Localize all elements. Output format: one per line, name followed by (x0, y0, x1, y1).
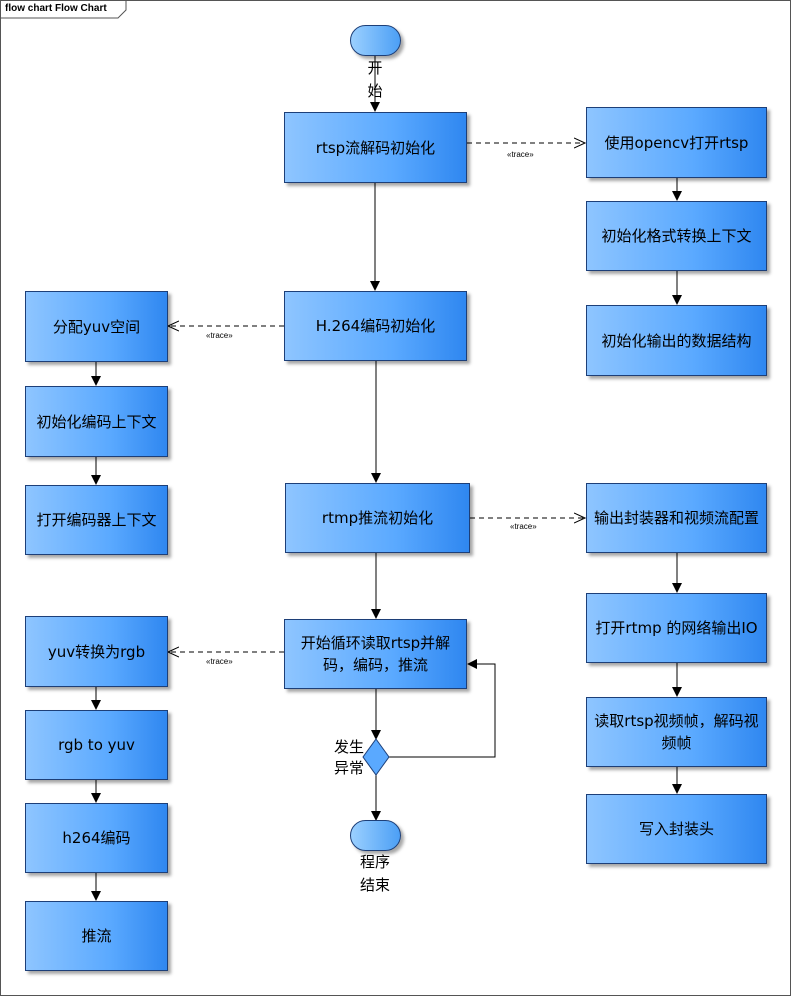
rtmp-init-label: rtmp推流初始化 (321, 509, 434, 527)
alloc-yuv-label: 分配yuv空间 (52, 317, 141, 336)
loop-label-line2: 码，编码，推流 (322, 656, 428, 674)
open-encoder-label: 打开编码器上下文 (36, 511, 157, 529)
opencv-open-label: 使用opencv打开rtsp (604, 133, 749, 152)
loop-node[interactable]: 开始循环读取rtsp并解 码，编码，推流 (284, 619, 467, 689)
alloc-yuv-node[interactable]: 分配yuv空间 (25, 291, 168, 362)
loop-label-line1: 开始循环读取rtsp并解 (300, 634, 451, 652)
open-encoder-node[interactable]: 打开编码器上下文 (25, 485, 168, 555)
h264-encode-label: h264编码 (62, 829, 131, 847)
end-label-line1: 程序 (359, 853, 390, 871)
trace-label-loop: «trace» (206, 657, 233, 666)
start-label-line1: 开 (367, 59, 383, 77)
h264-encode-node[interactable]: h264编码 (25, 803, 168, 873)
diagram-tab: flow chart Flow Chart (0, 0, 126, 18)
h264-init-label: H.264编码初始化 (315, 317, 436, 335)
rtmp-io-node[interactable]: 打开rtmp 的网络输出IO (586, 593, 767, 663)
decision-label-line2: 异常 (333, 759, 364, 777)
output-struct-node[interactable]: 初始化输出的数据结构 (586, 305, 767, 376)
end-label-line2: 结束 (359, 876, 390, 894)
write-header-node[interactable]: 写入封装头 (586, 794, 767, 864)
yuv-to-rgb-node[interactable]: yuv转换为rgb (25, 616, 168, 687)
start-label-line2: 始 (367, 82, 383, 100)
push-stream-node[interactable]: 推流 (25, 901, 168, 971)
read-decode-label-line1: 读取rtsp视频帧，解码视 (594, 712, 759, 730)
decision-diamond[interactable] (362, 738, 390, 776)
read-decode-node[interactable]: 读取rtsp视频帧，解码视 频帧 (586, 697, 767, 767)
opencv-open-node[interactable]: 使用opencv打开rtsp (586, 107, 767, 178)
start-terminal[interactable] (350, 25, 401, 56)
trace-label-h264: «trace» (206, 331, 233, 340)
output-struct-label: 初始化输出的数据结构 (601, 331, 752, 350)
decision-label: 发生 异常 (326, 737, 372, 779)
decision-label-line1: 发生 (333, 738, 364, 756)
yuv-to-rgb-label: yuv转换为rgb (47, 642, 146, 661)
trace-label-rtmp: «trace» (510, 522, 537, 531)
encoder-context-label: 初始化编码上下文 (36, 412, 157, 431)
muxer-config-label: 输出封装器和视频流配置 (593, 509, 759, 527)
sws-context-label: 初始化格式转换上下文 (601, 227, 752, 245)
rgb-to-yuv-label: rgb to yuv (58, 736, 135, 754)
muxer-config-node[interactable]: 输出封装器和视频流配置 (586, 483, 767, 553)
h264-init-node[interactable]: H.264编码初始化 (284, 291, 467, 361)
end-terminal[interactable] (350, 820, 401, 851)
trace-label-rtsp: «trace» (507, 150, 534, 159)
tab-outline (1, 1, 127, 19)
rtmp-io-label: 打开rtmp 的网络输出IO (595, 619, 758, 637)
rtmp-init-node[interactable]: rtmp推流初始化 (285, 483, 470, 553)
start-label: 开 始 (355, 57, 395, 103)
push-stream-label: 推流 (81, 927, 112, 945)
write-header-label: 写入封装头 (638, 820, 714, 838)
end-label: 程序 结束 (345, 851, 405, 897)
rtsp-init-label: rtsp流解码初始化 (315, 138, 436, 157)
read-decode-label-line2: 频帧 (661, 734, 692, 752)
rgb-to-yuv-node[interactable]: rgb to yuv (25, 710, 168, 780)
diagram-title: flow chart Flow Chart (5, 3, 107, 14)
edge-decision-loop-back (389, 659, 496, 758)
rtsp-init-node[interactable]: rtsp流解码初始化 (284, 112, 467, 183)
encoder-context-node[interactable]: 初始化编码上下文 (25, 386, 168, 457)
sws-context-node[interactable]: 初始化格式转换上下文 (586, 201, 767, 271)
